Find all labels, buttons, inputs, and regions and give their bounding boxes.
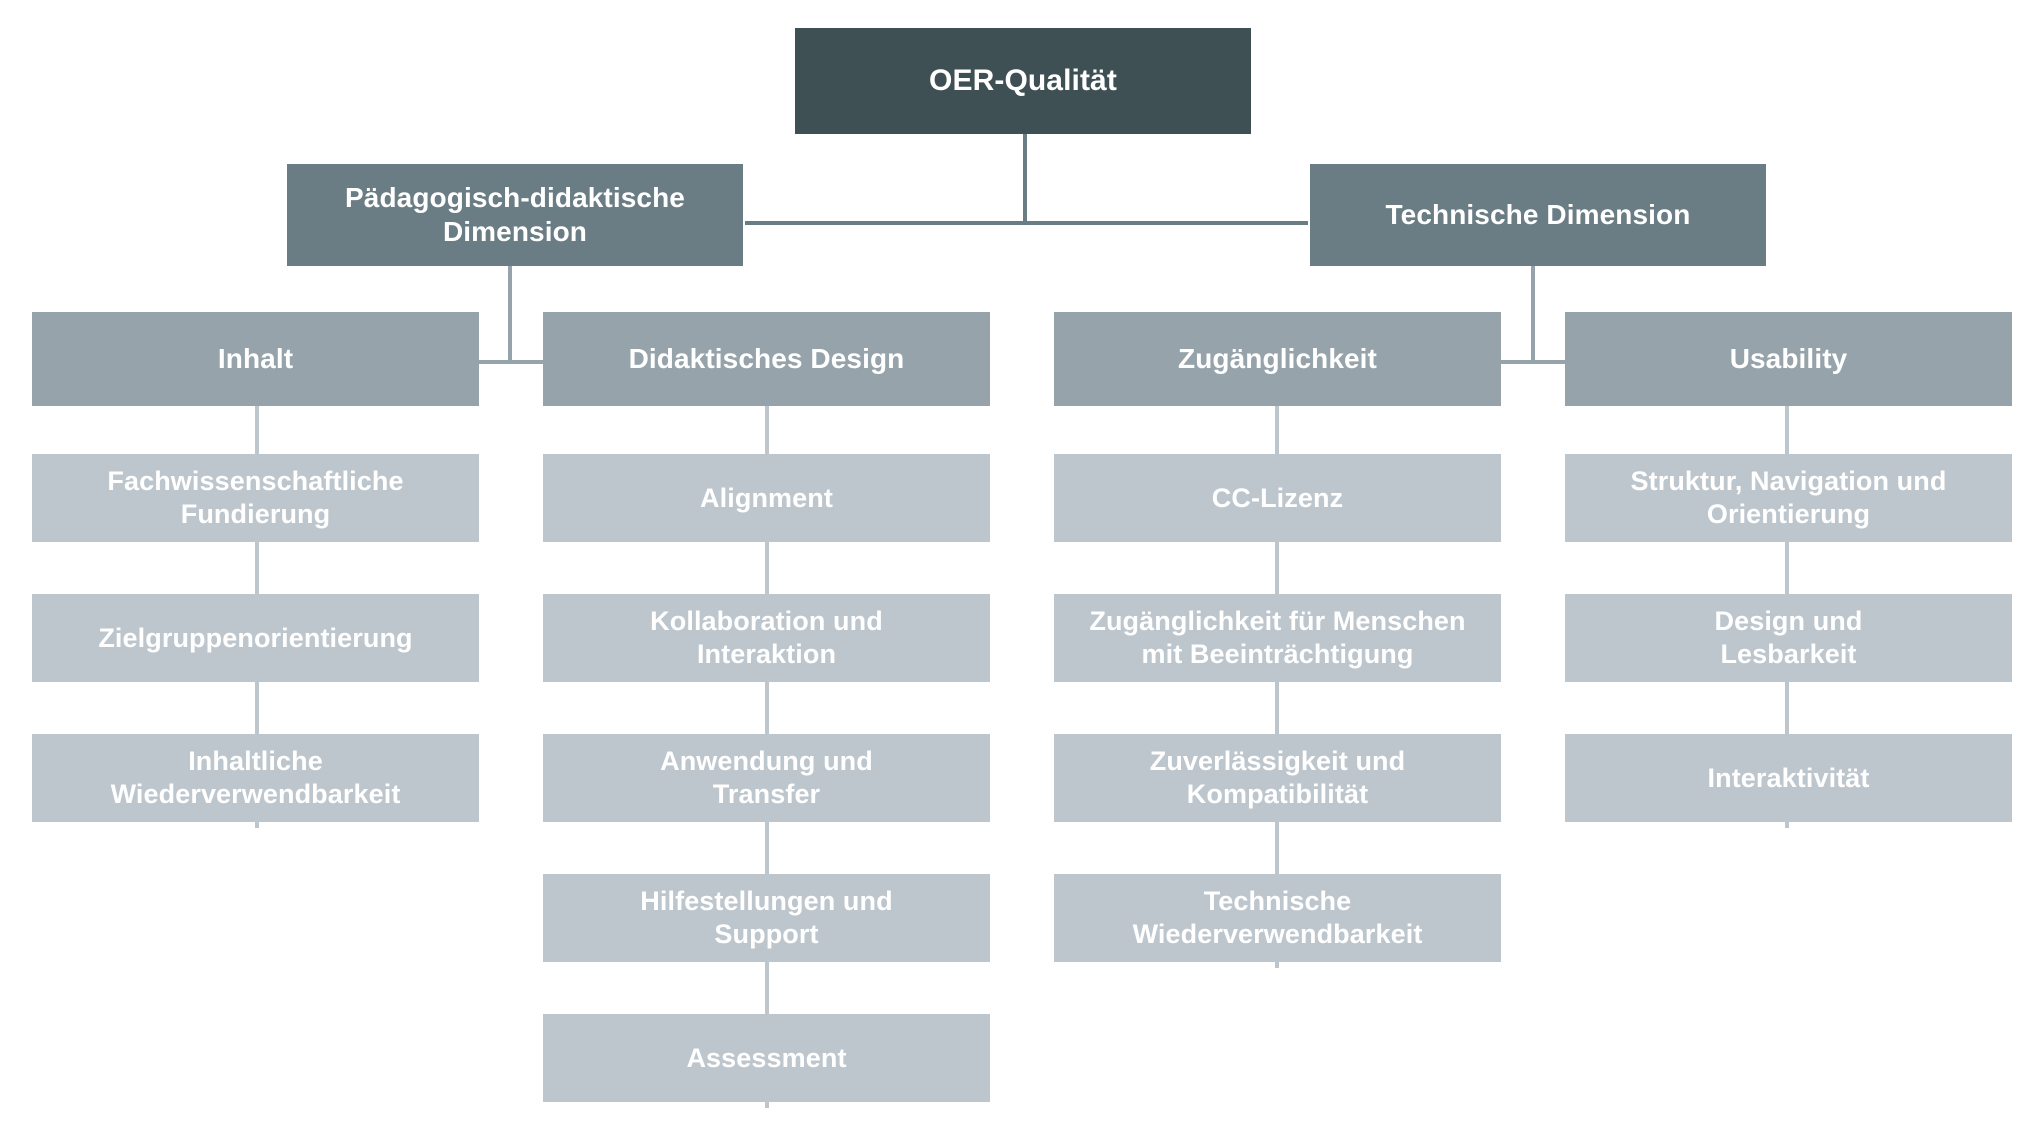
node-leaf-assessment[interactable]: Assessment (543, 1014, 990, 1102)
node-leaf-label: Design und Lesbarkeit (1715, 605, 1863, 671)
node-leaf-label: Zuverlässigkeit und Kompatibilität (1150, 745, 1405, 811)
node-leaf-label: Fachwissenschaftliche Fundierung (107, 465, 403, 531)
node-category-label: Didaktisches Design (628, 342, 905, 374)
leaf-label-line1: Zugänglichkeit für Menschen (1089, 606, 1466, 637)
leaf-label-line2: Kompatibilität (1186, 779, 1369, 809)
node-leaf-zuverlaessigkeit-und-kompatibilitaet[interactable]: Zuverlässigkeit und Kompatibilität (1054, 734, 1501, 822)
leaf-label-line2: Wiederverwendbarkeit (1132, 919, 1423, 949)
node-leaf-label: Hilfestellungen und Support (640, 885, 892, 951)
leaf-label-line1: Struktur, Navigation und (1630, 466, 1947, 497)
leaf-label-line2: Interaktion (696, 639, 837, 669)
node-category-label: Zugänglichkeit (1178, 342, 1377, 374)
node-leaf-label: Interaktivität (1708, 762, 1870, 795)
node-dimension-technisch[interactable]: Technische Dimension (1310, 164, 1766, 266)
node-leaf-interaktivitaet[interactable]: Interaktivität (1565, 734, 2012, 822)
node-leaf-struktur-navigation-und-orientierung[interactable]: Struktur, Navigation und Orientierung (1565, 454, 2012, 542)
leaf-label-line2: Lesbarkeit (1720, 639, 1857, 669)
node-category-label: Inhalt (217, 342, 294, 374)
node-leaf-technische-wiederverwendbarkeit[interactable]: Technische Wiederverwendbarkeit (1054, 874, 1501, 962)
leaf-label-line1: Fachwissenschaftliche (107, 466, 404, 497)
leaf-label-line1: Design und (1714, 606, 1863, 637)
node-dimension-label: Pädagogisch-didaktische Dimension (345, 181, 685, 249)
node-leaf-zugaenglichkeit-fuer-menschen-mit-beeintraechtigung[interactable]: Zugänglichkeit für Menschen mit Beeinträ… (1054, 594, 1501, 682)
node-leaf-label: Struktur, Navigation und Orientierung (1631, 465, 1947, 531)
node-leaf-label: Anwendung und Transfer (660, 745, 873, 811)
node-root-oer-qualitaet[interactable]: OER-Qualität (795, 28, 1251, 134)
node-leaf-label: Inhaltliche Wiederverwendbarkeit (111, 745, 401, 811)
leaf-label-line2: Transfer (712, 779, 821, 809)
leaf-label-line2: Fundierung (180, 499, 331, 529)
leaf-label-line1: Inhaltliche (188, 746, 323, 777)
connector-dim-right-vertical (1531, 266, 1535, 362)
connector-spine-zugaenglichkeit (1275, 404, 1279, 968)
node-category-usability[interactable]: Usability (1565, 312, 2012, 406)
leaf-label-line1: Anwendung und (660, 746, 873, 777)
node-leaf-label: Zielgruppenorientierung (98, 622, 412, 655)
node-dimension-label: Technische Dimension (1386, 198, 1691, 232)
node-leaf-cc-lizenz[interactable]: CC-Lizenz (1054, 454, 1501, 542)
node-leaf-hilfestellungen-und-support[interactable]: Hilfestellungen und Support (543, 874, 990, 962)
node-root-label: OER-Qualität (929, 63, 1117, 97)
connector-root-horizontal (745, 221, 1308, 225)
node-leaf-zielgruppenorientierung[interactable]: Zielgruppenorientierung (32, 594, 479, 682)
node-leaf-label: CC-Lizenz (1212, 482, 1343, 515)
node-leaf-label: Alignment (700, 482, 833, 515)
node-category-label: Usability (1729, 342, 1848, 374)
node-leaf-design-und-lesbarkeit[interactable]: Design und Lesbarkeit (1565, 594, 2012, 682)
leaf-label-line2: mit Beeinträchtigung (1141, 639, 1414, 669)
connector-dim-left-vertical (508, 266, 512, 362)
node-leaf-fachwissenschaftliche-fundierung[interactable]: Fachwissenschaftliche Fundierung (32, 454, 479, 542)
connector-dim-right-horizontal (1501, 360, 1567, 364)
node-leaf-inhaltliche-wiederverwendbarkeit[interactable]: Inhaltliche Wiederverwendbarkeit (32, 734, 479, 822)
node-leaf-kollaboration-und-interaktion[interactable]: Kollaboration und Interaktion (543, 594, 990, 682)
dimension-label-line1: Pädagogisch-didaktische (345, 181, 685, 213)
connector-root-vertical (1023, 134, 1027, 224)
leaf-label-line2: Orientierung (1706, 499, 1871, 529)
node-leaf-label: Technische Wiederverwendbarkeit (1133, 885, 1423, 951)
leaf-label-line1: Hilfestellungen und (640, 886, 893, 917)
leaf-label-line2: Support (714, 919, 819, 949)
node-leaf-anwendung-und-transfer[interactable]: Anwendung und Transfer (543, 734, 990, 822)
node-dimension-paedagogisch-didaktisch[interactable]: Pädagogisch-didaktische Dimension (287, 164, 743, 266)
node-category-inhalt[interactable]: Inhalt (32, 312, 479, 406)
leaf-label-line1: Zuverlässigkeit und (1149, 746, 1406, 777)
leaf-label-line2: Wiederverwendbarkeit (110, 779, 401, 809)
node-category-didaktisches-design[interactable]: Didaktisches Design (543, 312, 990, 406)
node-leaf-label: Assessment (686, 1042, 846, 1075)
leaf-label-line1: Zielgruppenorientierung (98, 622, 413, 653)
leaf-label-line1: CC-Lizenz (1211, 482, 1344, 513)
leaf-label-line1: Interaktivität (1707, 762, 1870, 793)
dimension-label-line2: Dimension (442, 216, 587, 247)
node-leaf-label: Kollaboration und Interaktion (650, 605, 883, 671)
leaf-label-line1: Technische (1203, 886, 1352, 917)
leaf-label-line1: Assessment (686, 1042, 847, 1073)
node-leaf-alignment[interactable]: Alignment (543, 454, 990, 542)
node-category-zugaenglichkeit[interactable]: Zugänglichkeit (1054, 312, 1501, 406)
node-leaf-label: Zugänglichkeit für Menschen mit Beeinträ… (1089, 605, 1465, 671)
leaf-label-line1: Kollaboration und (650, 606, 883, 637)
connector-dim-left-horizontal (478, 360, 544, 364)
leaf-label-line1: Alignment (700, 482, 833, 513)
dimension-label-line1: Technische Dimension (1385, 198, 1691, 230)
